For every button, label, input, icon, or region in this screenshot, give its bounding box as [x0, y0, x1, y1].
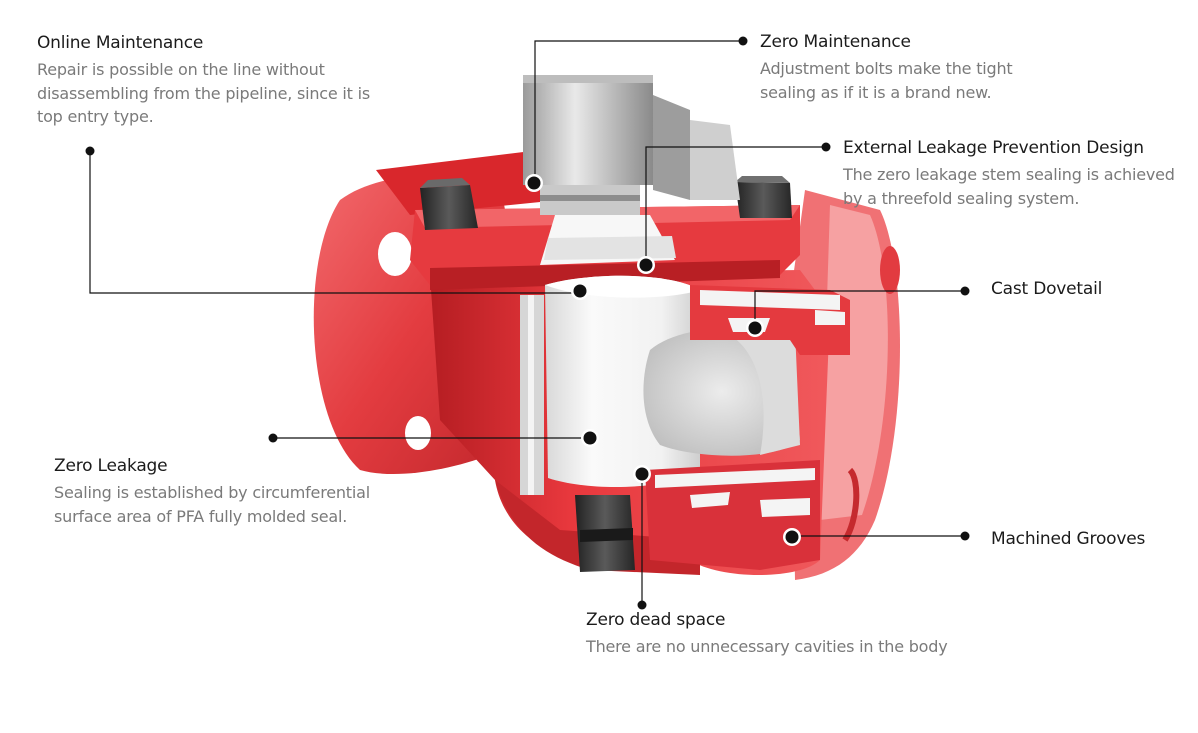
cover-bolt-left [420, 185, 478, 230]
leader-external-leakage [645, 146, 826, 265]
marker-zero-dead-space [633, 465, 651, 610]
leader-zero-maintenance [534, 40, 743, 183]
callout-cast-dovetail: Cast Dovetail [991, 278, 1102, 300]
flange-bolt-hole-bottom [405, 416, 431, 450]
callout-title: Zero dead space [586, 610, 726, 630]
callout-title: Online Maintenance [37, 33, 204, 53]
cover-bolt-right [735, 182, 792, 218]
marker-online-maintenance [85, 146, 589, 300]
grooved-liner-lower [645, 460, 820, 570]
marker-machined-grooves [783, 528, 970, 546]
marker-cast-dovetail [746, 286, 970, 337]
callout-description: The zero leakage stem sealing is achieve… [843, 165, 1175, 208]
callout-title: External Leakage Prevention Design [843, 138, 1144, 158]
callout-external-leakage: External Leakage Prevention Design The z… [843, 137, 1183, 210]
marker-zero-maintenance [525, 36, 748, 192]
marker-dots [85, 36, 970, 610]
callout-zero-dead-space: Zero dead space There are no unnecessary… [586, 609, 986, 659]
callout-title: Cast Dovetail [991, 279, 1103, 299]
callout-zero-leakage: Zero Leakage Sealing is established by c… [54, 455, 394, 528]
callout-description: Adjustment bolts make the tight sealing … [760, 59, 1013, 102]
callout-title: Zero Maintenance [760, 32, 911, 52]
callout-machined-grooves: Machined Grooves [991, 528, 1145, 550]
leader-online-maintenance [89, 151, 580, 294]
valve-stem-upper [523, 75, 653, 185]
marker-zero-leakage [268, 429, 599, 447]
callout-description: Repair is possible on the line without d… [37, 60, 371, 126]
callout-description: There are no unnecessary cavities in the… [586, 637, 948, 656]
callout-title: Zero Leakage [54, 456, 168, 476]
leader-lines [89, 40, 965, 605]
callout-online-maintenance: Online Maintenance Repair is possible on… [37, 32, 377, 129]
callout-title: Machined Grooves [991, 529, 1146, 549]
flange-bolt-hole-top [378, 232, 412, 276]
marker-external-leakage [637, 142, 831, 274]
callout-zero-maintenance: Zero Maintenance Adjustment bolts make t… [760, 31, 1060, 104]
leader-cast-dovetail [754, 290, 965, 328]
valve-illustration [313, 75, 900, 580]
callout-description: Sealing is established by circumferentia… [54, 483, 370, 526]
